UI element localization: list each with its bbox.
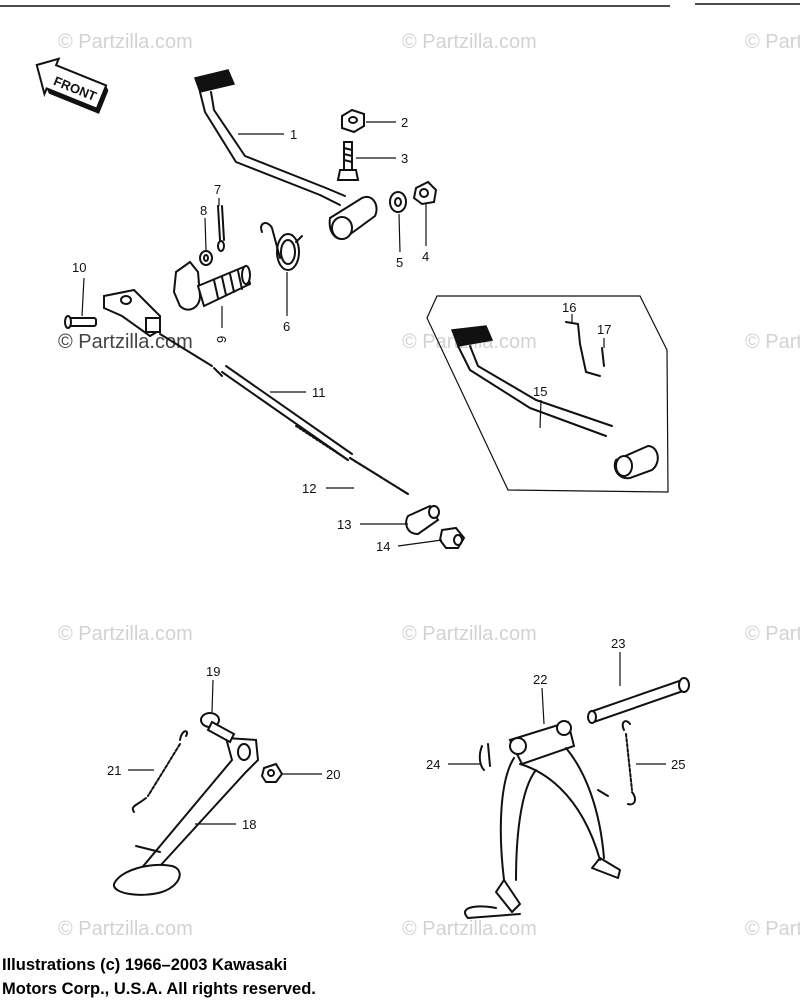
callout-15: 15: [533, 384, 547, 399]
callout-10: 10: [72, 260, 86, 275]
callout-11: 11: [312, 385, 326, 400]
callout-3: 3: [401, 151, 408, 166]
bolt-3: [336, 141, 360, 181]
copyright-line-1: Illustrations (c) 1966–2003 Kawasaki: [2, 956, 288, 974]
callout-7: 7: [214, 182, 221, 197]
watermark: © Partzilla.com: [745, 918, 800, 940]
watermark: © Partzilla.com: [402, 918, 537, 940]
callout-23: 23: [611, 636, 625, 651]
collar-4: [412, 180, 438, 206]
spring-21: [131, 730, 189, 813]
front-arrow-icon: FRONT: [35, 57, 109, 114]
callout-17: 17: [597, 322, 611, 337]
callout-5: 5: [396, 255, 403, 270]
rod-spring-12: [349, 457, 409, 495]
spring-25: [621, 720, 636, 806]
adjusting-nut-14: [438, 526, 466, 549]
shaft-23: [587, 677, 690, 724]
watermark: © Partzilla.com: [745, 31, 800, 53]
side-stand-18: [113, 736, 260, 896]
cotter-pin-7: [217, 205, 225, 252]
washer-8: [199, 250, 213, 266]
watermark: © Partzilla.com: [58, 623, 193, 645]
brake-pedal: [194, 69, 378, 240]
washer-5: [389, 191, 407, 213]
callout-19: 19: [206, 664, 220, 679]
watermark: © Partzilla.com: [402, 623, 537, 645]
watermark: © Partzilla.com: [745, 331, 800, 353]
callout-14: 14: [376, 539, 390, 554]
clevis-pin-10: [64, 315, 97, 329]
callout-12: 12: [302, 481, 316, 496]
watermarks: © Partzilla.com © Partzilla.com © Partzi…: [58, 31, 800, 940]
watermark: © Partzilla.com: [402, 31, 537, 53]
rod-joint: [103, 288, 161, 338]
watermark: © Partzilla.com: [58, 331, 193, 353]
cotter-pin-24: [478, 743, 491, 771]
callout-16: 16: [562, 300, 576, 315]
rod-joint-13: [405, 504, 440, 536]
callout-1: 1: [290, 127, 297, 142]
callout-21: 21: [107, 763, 121, 778]
callout-13: 13: [337, 517, 351, 532]
callout-8: 8: [200, 203, 207, 218]
callout-4: 4: [422, 249, 429, 264]
brake-shaft-9: [172, 260, 252, 311]
nut-2: [341, 108, 365, 134]
watermark: © Partzilla.com: [745, 623, 800, 645]
copyright-notice: Illustrations (c) 1966–2003 Kawasaki Mot…: [2, 953, 422, 1001]
nut-20: [260, 762, 284, 783]
watermark: © Partzilla.com: [58, 918, 193, 940]
center-stand-22: [464, 720, 621, 919]
inset-box: [426, 295, 669, 493]
return-spring-6: [260, 222, 303, 271]
callout-numbers: 1 2 3 4 5 6 7 8 9 10 11 12 13 14 15 16 1…: [72, 115, 685, 832]
callout-18: 18: [242, 817, 256, 832]
callout-22: 22: [533, 672, 547, 687]
callout-6: 6: [283, 319, 290, 334]
callout-24: 24: [426, 757, 440, 772]
callout-20: 20: [326, 767, 340, 782]
leader-lines: [81, 121, 666, 825]
copyright-line-2: Motors Corp., U.S.A. All rights reserved…: [2, 980, 316, 998]
bolt-19: [200, 712, 236, 744]
callout-25: 25: [671, 757, 685, 772]
callout-2: 2: [401, 115, 408, 130]
watermark: © Partzilla.com: [58, 31, 193, 53]
callout-9: 9: [214, 336, 229, 343]
brake-rod-11: [159, 333, 353, 461]
